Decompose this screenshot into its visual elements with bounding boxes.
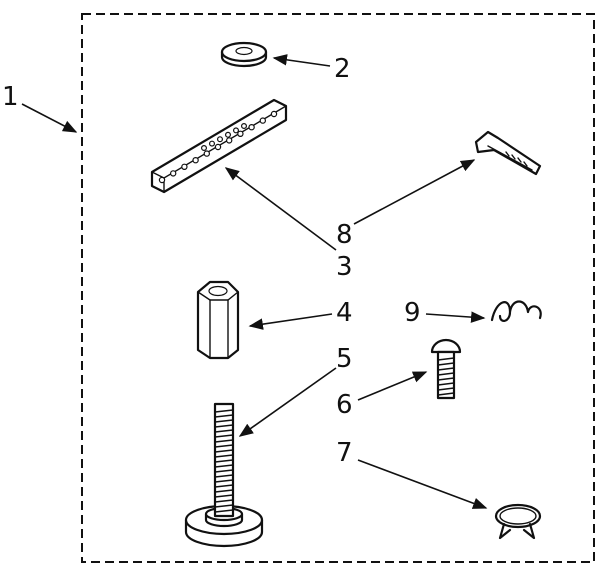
screw-thread	[437, 357, 455, 361]
screw-thread	[437, 382, 455, 386]
leg-thread	[214, 439, 234, 443]
strip-hole	[248, 123, 255, 131]
leg-thread	[214, 459, 234, 463]
leader-arrow-8	[353, 159, 476, 225]
screw-thread	[437, 387, 455, 391]
leg-thread	[214, 484, 234, 488]
leg-thread	[214, 494, 234, 498]
leader-arrow-7	[357, 459, 488, 509]
leg-thread	[214, 449, 234, 453]
strip-hole	[181, 163, 188, 170]
hex-nut-part	[196, 280, 240, 360]
leg-thread	[214, 454, 234, 458]
hose-clamp-part	[494, 503, 542, 540]
screw-thread	[437, 392, 455, 396]
strip-hole	[203, 150, 210, 157]
strip-hole	[192, 156, 199, 164]
strip-hole	[201, 145, 208, 152]
leg-thread	[214, 464, 234, 468]
leg-thread	[214, 489, 234, 493]
strip-hole	[169, 170, 177, 177]
leader-arrow-6	[357, 371, 428, 401]
strip-hole	[158, 176, 166, 184]
screw-thread	[437, 367, 455, 371]
washer-part	[220, 41, 268, 68]
strip-hole	[241, 122, 248, 129]
kit-boundary	[81, 13, 595, 563]
leg-thread	[214, 424, 234, 428]
leg-thread	[214, 429, 234, 433]
strip-hole	[225, 137, 233, 144]
leg-thread	[214, 419, 234, 423]
leader-arrow-4	[248, 313, 333, 330]
leader-arrow-1	[21, 103, 78, 133]
leader-arrow-5	[238, 367, 337, 437]
strip-hole	[225, 131, 232, 138]
leg-thread	[214, 479, 234, 483]
leg-thread	[214, 469, 234, 473]
wire-clip-part	[490, 300, 542, 322]
strip-hole	[214, 143, 222, 151]
leg-thread	[214, 409, 234, 413]
leg-thread	[214, 444, 234, 448]
leg-thread	[214, 504, 234, 508]
leg-thread	[214, 509, 234, 513]
strip-hole	[259, 117, 266, 124]
strip-hole	[270, 110, 278, 118]
screw-part	[430, 338, 462, 400]
screw-thread	[437, 372, 455, 376]
callout-4: 4	[336, 298, 353, 328]
leader-arrow-2	[272, 54, 331, 67]
callout-2: 2	[334, 54, 351, 84]
leg-thread	[214, 414, 234, 418]
perforated-strip-part	[150, 98, 288, 194]
leveling-leg-part	[184, 402, 264, 548]
strip-hole	[237, 130, 244, 137]
leg-thread	[214, 499, 234, 503]
callout-6: 6	[336, 390, 353, 420]
screw-thread	[437, 377, 455, 381]
strip-hole	[233, 127, 240, 134]
leg-thread	[214, 474, 234, 478]
leader-arrow-3	[224, 167, 337, 251]
callout-3: 3	[336, 252, 353, 282]
callout-9: 9	[404, 298, 421, 328]
callout-7: 7	[336, 438, 353, 468]
strip-hole	[209, 140, 216, 147]
callout-8: 8	[336, 220, 353, 250]
strip-hole	[217, 136, 224, 143]
leg-thread	[214, 434, 234, 438]
callout-1: 1	[2, 82, 19, 112]
leader-arrow-9	[425, 311, 486, 323]
tie-strap-part	[474, 130, 542, 176]
callout-5: 5	[336, 344, 353, 374]
screw-thread	[437, 362, 455, 366]
